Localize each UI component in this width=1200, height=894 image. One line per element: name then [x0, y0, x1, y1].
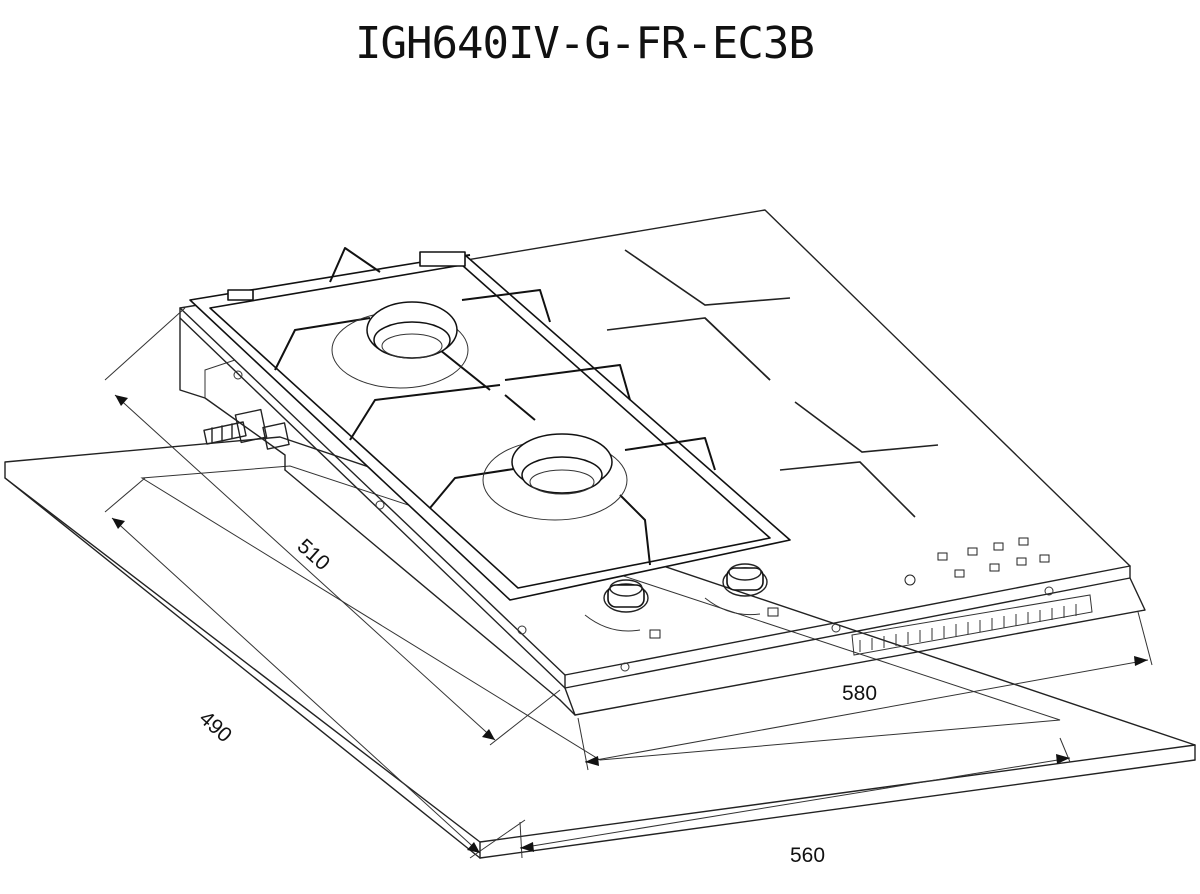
- vent-grille: [851, 594, 1093, 656]
- burner-front: [482, 433, 628, 521]
- dimension-label-510: 510: [293, 535, 334, 576]
- control-knob-left: [584, 579, 661, 639]
- dimension-line-580: [577, 611, 1153, 771]
- model-title: IGH640IV-G-FR-EC3B: [355, 18, 814, 69]
- countertop-outline: [4, 436, 1196, 859]
- burner-rear: [331, 301, 469, 389]
- gas-inlet-connector: [203, 408, 290, 450]
- hob-body: [179, 317, 1146, 716]
- touch-controls: [904, 537, 1050, 586]
- pan-support-grate: [189, 247, 791, 601]
- dimension-line-560: [519, 737, 1071, 859]
- control-knob-right: [704, 563, 779, 617]
- dimension-line-510: [104, 307, 561, 746]
- dimension-label-560: 560: [790, 844, 825, 867]
- dimension-label-580: 580: [842, 682, 877, 705]
- dimension-label-490: 490: [195, 707, 236, 748]
- dimension-line-490: [104, 477, 526, 859]
- induction-zones: [606, 249, 939, 518]
